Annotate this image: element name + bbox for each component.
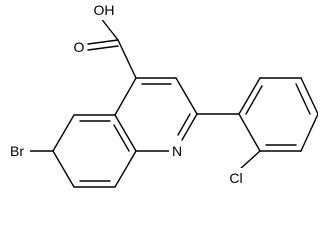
carbonyl-oxygen-label: O [74,39,85,55]
bond-c2-n1 [181,113,198,141]
bond-c3p-c4p-inner [295,83,311,115]
bond-c2-n1-inner [177,113,191,136]
bond-c4-cooh [117,39,137,79]
bond-c3-c2 [175,77,198,115]
bond-c-o-double-b [87,45,119,51]
bond-c1p-c2p [238,77,261,115]
bond-c6-c7 [52,150,75,188]
bond-c4a-c4 [114,77,137,116]
bond-c6p-c1p [238,113,261,152]
chemical-structure: OH O Br N Cl [10,2,318,188]
bromine-label: Br [10,143,24,159]
hydroxyl-label: OH [94,2,115,18]
bond-c1p-c2p-inner [245,85,263,115]
bond-c3p-c4p [300,77,318,115]
bond-c5-c6 [52,114,75,152]
bond-c8a-c4a [114,114,137,152]
bond-c-o-double-a [87,39,119,45]
ring-nitrogen-label: N [172,143,182,159]
bond-c8-c8a [114,150,137,188]
bond-c-oh [99,16,119,41]
bond-c6p-cl [238,150,261,171]
bond-c4p-c5p [300,113,318,152]
chlorine-label: Cl [229,170,242,186]
bond-lines [29,16,318,188]
bond-c8a-c4a-inner [113,124,130,152]
